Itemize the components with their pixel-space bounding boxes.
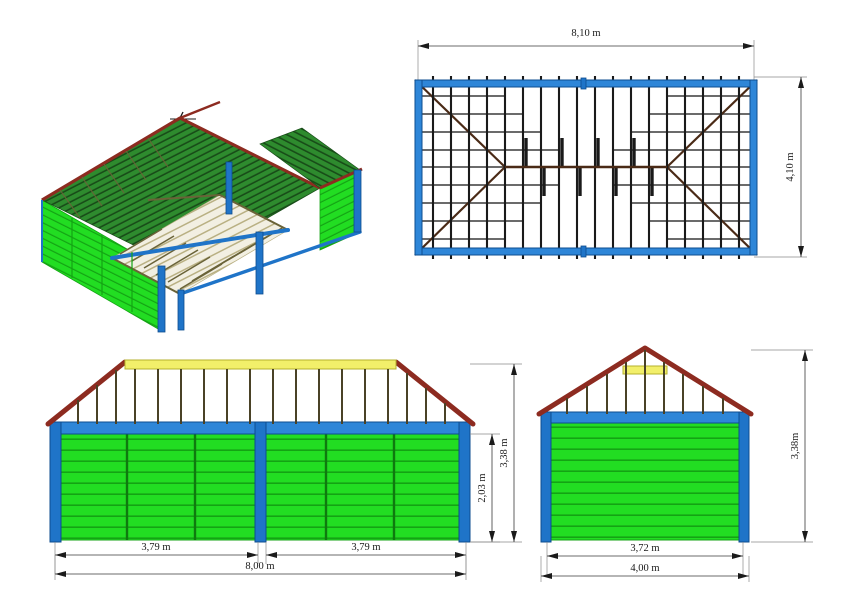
dim-label-ridge-height: 3,38 m (499, 438, 510, 467)
posts (157, 161, 362, 333)
dim-label-plan-depth: 4,10 m (785, 152, 796, 181)
dim-gable-height: 3,38m (751, 349, 813, 543)
gable-wall-cladding (546, 421, 744, 541)
dim-plan-depth: 4,10 m (754, 76, 807, 258)
isometric-view (20, 40, 390, 340)
dim-bay-left: 3,79 m (54, 542, 259, 574)
dim-total-width: 4,00 m (540, 556, 750, 582)
side-roof-posts (77, 369, 446, 424)
wall-studs (71, 218, 133, 312)
dim-bay-right: 3,79 m (265, 542, 467, 574)
side-ridge-beam (124, 359, 397, 370)
rear-rafters (59, 137, 169, 219)
dim-wall-width: 3,72 m (546, 542, 744, 576)
side-posts (49, 421, 471, 543)
isometric-geometry (41, 100, 363, 333)
dim-label-total-width: 4,00 m (630, 563, 659, 574)
dim-label-bay-left: 3,79 m (141, 542, 170, 553)
dim-total-length: 8,00 m (54, 555, 467, 580)
roof-plan-frame (414, 76, 758, 259)
dim-label-total-length: 8,00 m (245, 561, 274, 572)
inner-rafters (119, 227, 283, 290)
gable-elevation-view: 3,72 m 4,00 m 3,38m (525, 340, 835, 590)
side-wall-studs (125, 432, 396, 540)
side-roof-rafters (45, 359, 476, 427)
dim-label-plan-width: 8,10 m (571, 28, 600, 39)
dim-ridge-height: 3,38 m (470, 363, 522, 543)
dim-label-bay-right: 3,79 m (351, 542, 380, 553)
dim-eaves-height: 2,03 m (470, 433, 500, 543)
gable-rafters (536, 345, 754, 417)
roof-plan-view: 8,10 m 4,10 m (405, 14, 830, 274)
dim-plan-width: 8,10 m (417, 28, 755, 92)
dim-label-wall-width: 3,72 m (630, 543, 659, 554)
dim-label-eaves-height: 2,03 m (477, 473, 488, 502)
dim-label-gable-height: 3,38m (790, 433, 801, 460)
plan-post-markers (580, 77, 587, 258)
side-elevation-view: 3,79 m 3,79 m 8,00 m (30, 352, 530, 592)
gable-roof-posts (566, 350, 724, 414)
